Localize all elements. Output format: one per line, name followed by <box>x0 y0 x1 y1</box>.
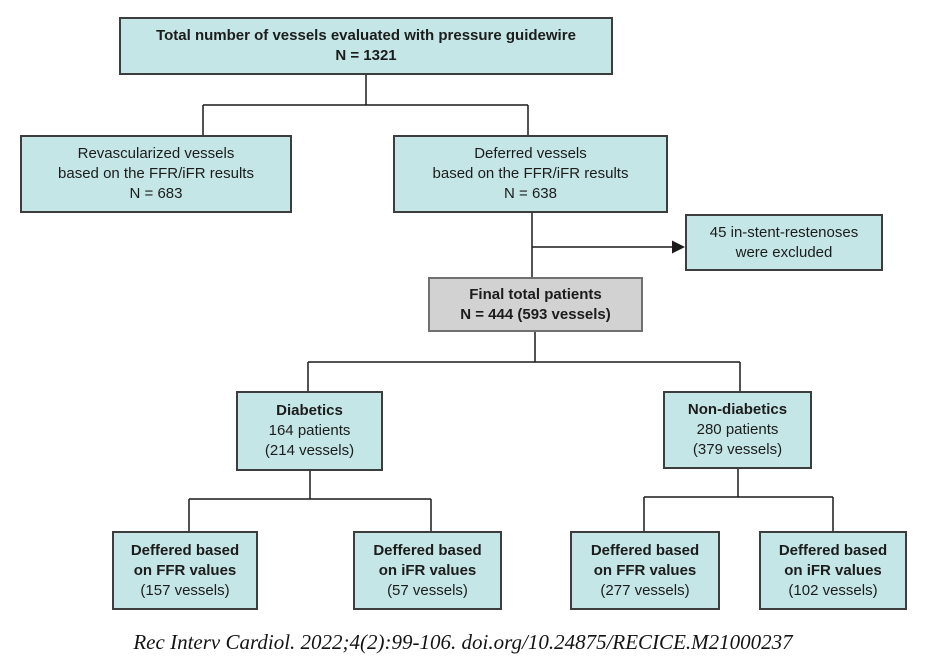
node-text-line: on iFR values <box>784 561 882 579</box>
node-text-line: Diabetics <box>276 402 343 419</box>
node-text-line: N = 444 (593 vessels) <box>460 305 611 323</box>
node-excluded-restenoses: 45 in-stent-restenoses were excluded <box>685 214 883 271</box>
node-deferred-vessels: Deferred vessels based on the FFR/iFR re… <box>393 135 668 213</box>
excluded-arrowhead-icon <box>672 240 685 254</box>
node-text-line: 164 patients <box>268 422 351 439</box>
node-text-line: based on the FFR/iFR results <box>58 165 254 182</box>
node-text-line: Deffered based <box>130 541 240 559</box>
node-diabetics-deferred-ifr: Deffered based on iFR values (57 vessels… <box>353 531 502 610</box>
node-text-line: Deffered based <box>373 541 482 559</box>
node-text-line: N = 1321 <box>335 47 397 64</box>
connector-total-to-row2 <box>202 75 529 135</box>
node-text-line: (102 vessels) <box>788 581 878 599</box>
node-diabetics: Diabetics 164 patients (214 vessels) <box>236 391 383 471</box>
node-nondiabetics-deferred-ifr: Deffered based on iFR values (102 vessel… <box>759 531 907 610</box>
node-text-line: (57 vessels) <box>387 581 468 599</box>
node-text-line: Revascularized vessels <box>77 145 235 162</box>
connector-diabetics-to-row4 <box>188 471 432 531</box>
citation: Rec Interv Cardiol. 2022;4(2):99-106. do… <box>133 630 793 654</box>
node-final-total-patients: Final total patients N = 444 (593 vessel… <box>428 277 643 332</box>
node-text-line: Total number of vessels evaluated with p… <box>156 27 576 44</box>
node-text-line: (214 vessels) <box>264 442 355 459</box>
node-diabetics-deferred-ffr: Deffered based on FFR values (157 vessel… <box>112 531 258 610</box>
node-text-line: on iFR values <box>378 561 477 579</box>
node-text-line: were excluded <box>735 243 833 261</box>
node-text-line: 45 in-stent-restenoses <box>709 223 859 241</box>
node-text-line: Deffered based <box>590 541 700 559</box>
node-nondiabetics-deferred-ffr: Deffered based on FFR values (277 vessel… <box>570 531 720 610</box>
connector-nondiabetics-to-row4 <box>643 469 834 531</box>
node-text-line: based on the FFR/iFR results <box>432 165 629 182</box>
node-total-vessels: Total number of vessels evaluated with p… <box>119 17 613 75</box>
node-text-line: (379 vessels) <box>692 441 783 458</box>
node-text-line: (157 vessels) <box>140 581 230 599</box>
node-text-line: N = 683 <box>129 185 183 202</box>
node-text-line: on FFR values <box>133 561 237 579</box>
node-text-line: Deferred vessels <box>474 145 587 162</box>
connector-final-to-row3 <box>307 332 741 391</box>
node-non-diabetics: Non-diabetics 280 patients (379 vessels) <box>663 391 812 469</box>
node-text-line: Final total patients <box>469 285 602 303</box>
node-text-line: 280 patients <box>696 421 779 438</box>
node-text-line: N = 638 <box>504 185 557 202</box>
node-text-line: (277 vessels) <box>600 581 690 599</box>
node-text-line: on FFR values <box>593 561 697 579</box>
node-revascularized-vessels: Revascularized vessels based on the FFR/… <box>20 135 292 213</box>
node-text-line: Non-diabetics <box>687 401 788 418</box>
node-text-line: Deffered based <box>778 541 888 559</box>
